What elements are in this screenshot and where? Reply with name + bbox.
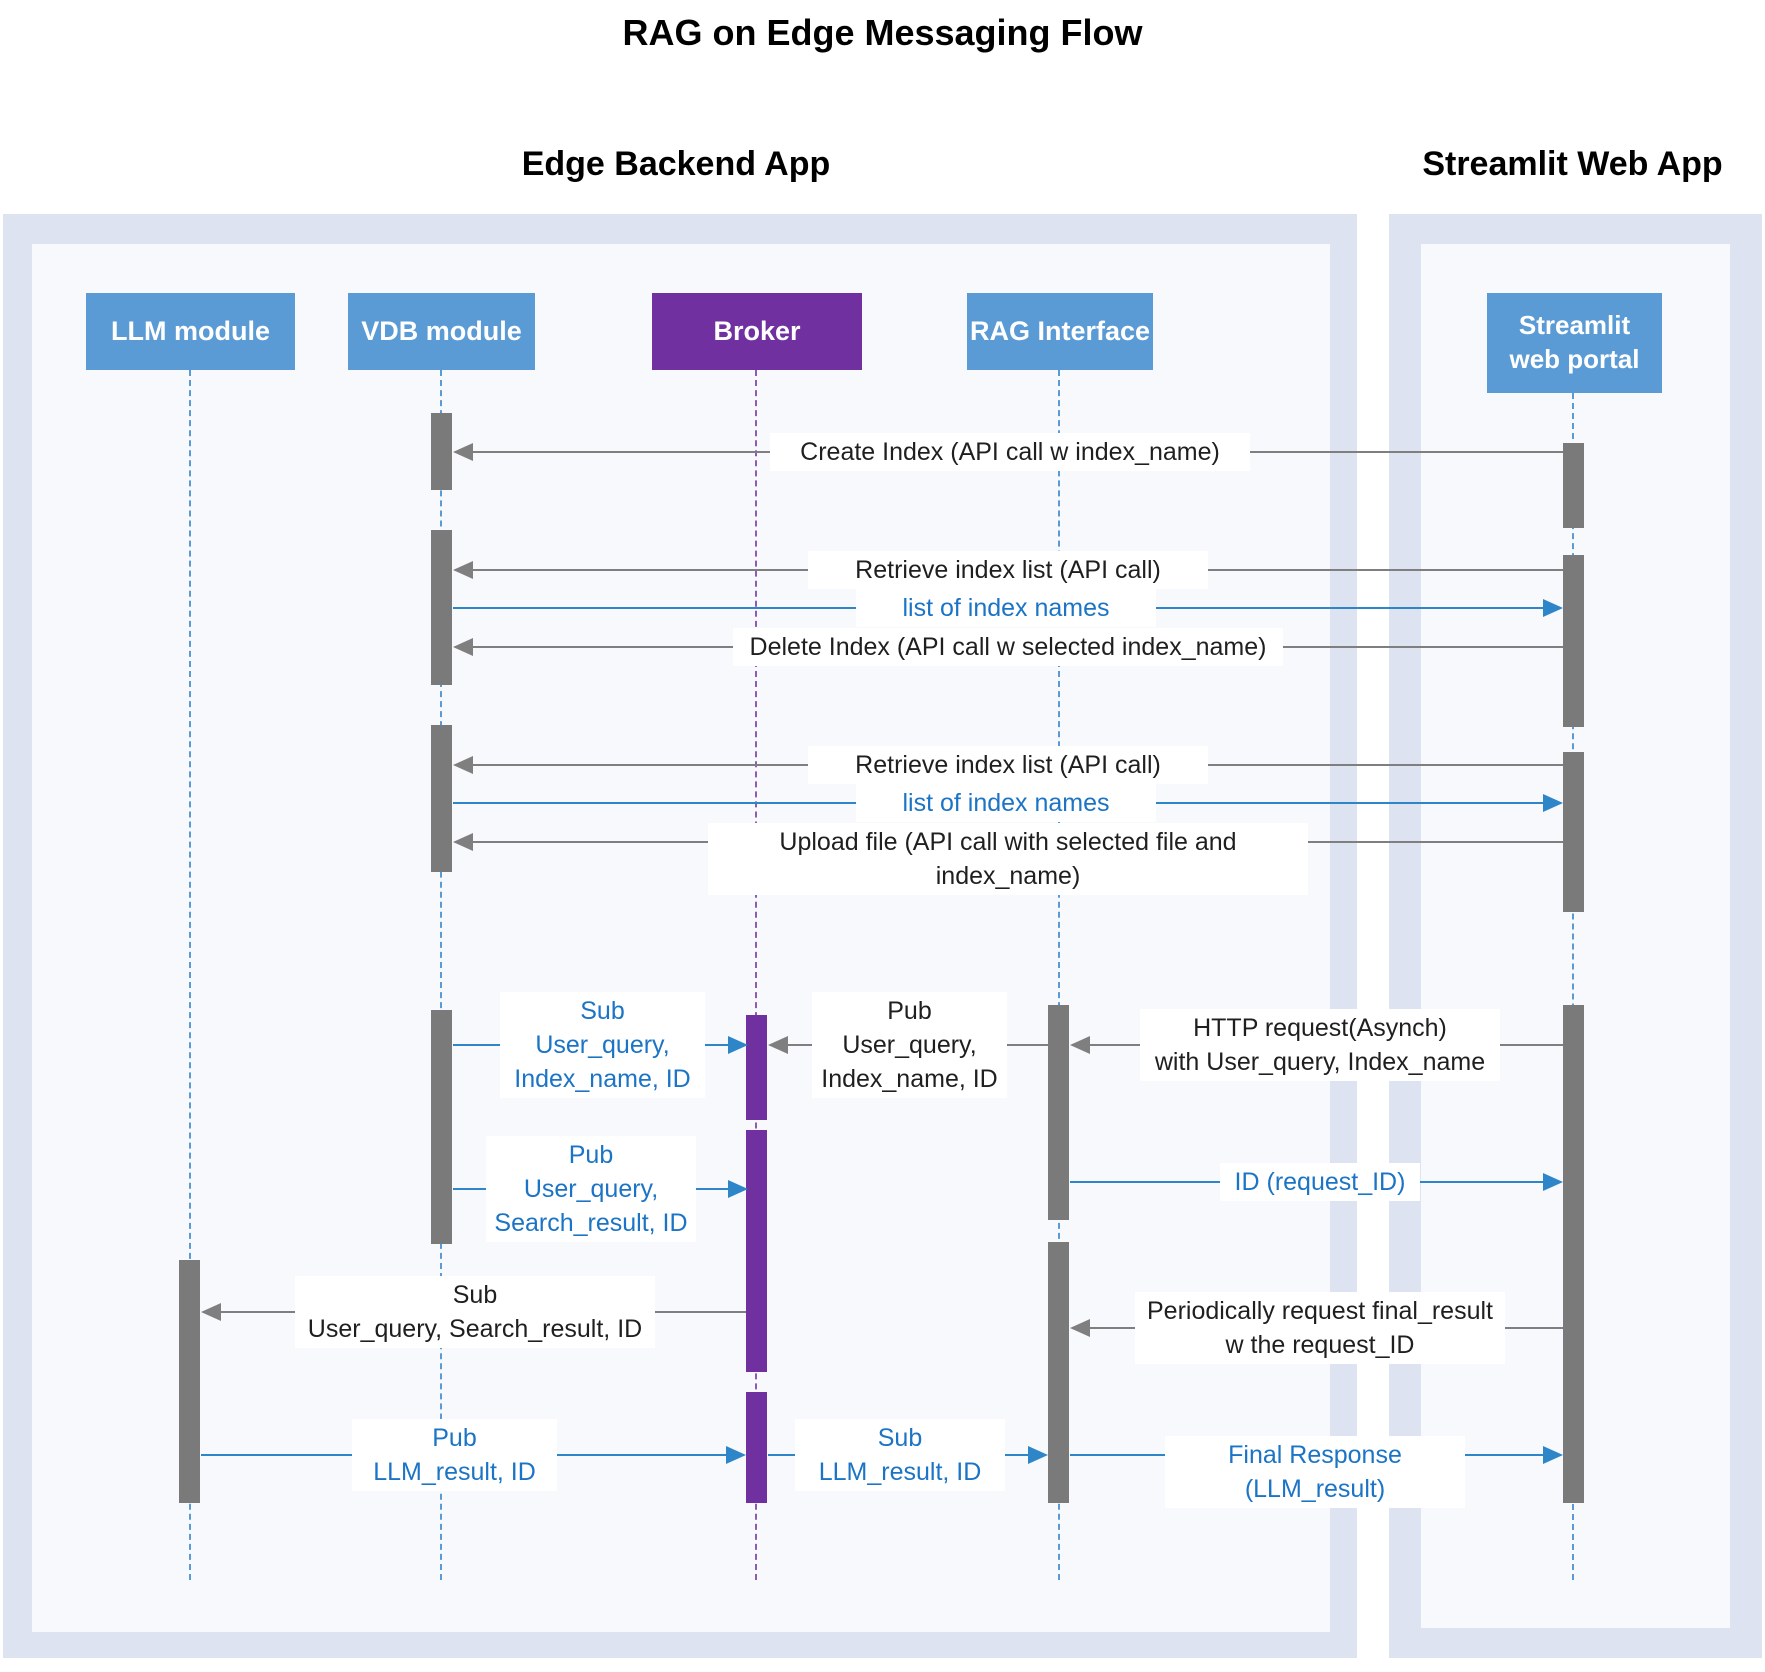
message-label: Pub User_query, Index_name, ID xyxy=(812,992,1007,1098)
message-label: Periodically request final_result w the … xyxy=(1135,1292,1505,1364)
message-label: ID (request_ID) xyxy=(1220,1163,1420,1201)
message-label: Retrieve index list (API call) xyxy=(808,551,1208,589)
arrowhead-icon xyxy=(1543,1173,1563,1191)
message-label: Final Response (LLM_result) xyxy=(1165,1436,1465,1508)
message-label: Upload file (API call with selected file… xyxy=(708,823,1308,895)
activation-bar-llm xyxy=(179,1260,200,1503)
message-label: Sub User_query, Index_name, ID xyxy=(500,992,705,1098)
arrowhead-icon xyxy=(453,833,473,851)
arrowhead-icon xyxy=(1543,1446,1563,1464)
edge-backend-app-panel xyxy=(32,244,1330,1632)
activation-bar-broker xyxy=(746,1392,767,1503)
activation-bar-portal xyxy=(1563,443,1584,528)
actor-vdb-module: VDB module xyxy=(348,293,535,370)
arrowhead-icon xyxy=(1070,1036,1090,1054)
lifeline-rag xyxy=(1058,370,1060,1580)
activation-bar-vdb xyxy=(431,413,452,490)
message-label: HTTP request(Asynch) with User_query, In… xyxy=(1140,1009,1500,1081)
arrowhead-icon xyxy=(1028,1446,1048,1464)
message-label: Pub User_query, Search_result, ID xyxy=(486,1136,696,1242)
arrowhead-icon xyxy=(728,1036,748,1054)
edge-backend-app-label: Edge Backend App xyxy=(521,145,831,183)
message-label: list of index names xyxy=(856,784,1156,822)
arrowhead-icon xyxy=(453,756,473,774)
arrowhead-icon xyxy=(1543,599,1563,617)
arrowhead-icon xyxy=(453,561,473,579)
lifeline-vdb xyxy=(440,370,442,1580)
message-label: Pub LLM_result, ID xyxy=(352,1419,557,1491)
activation-bar-vdb xyxy=(431,725,452,872)
arrowhead-icon xyxy=(768,1036,788,1054)
streamlit-web-app-label: Streamlit Web App xyxy=(1422,145,1723,183)
activation-bar-rag xyxy=(1048,1242,1069,1503)
arrowhead-icon xyxy=(201,1303,221,1321)
actor-broker: Broker xyxy=(652,293,862,370)
arrowhead-icon xyxy=(728,1180,748,1198)
arrowhead-icon xyxy=(1543,794,1563,812)
message-label: Create Index (API call w index_name) xyxy=(770,433,1250,471)
arrowhead-icon xyxy=(1070,1319,1090,1337)
activation-bar-vdb xyxy=(431,530,452,685)
message-label: Sub User_query, Search_result, ID xyxy=(295,1276,655,1348)
activation-bar-broker xyxy=(746,1015,767,1120)
activation-bar-portal xyxy=(1563,555,1584,727)
message-label: Delete Index (API call w selected index_… xyxy=(733,628,1283,666)
lifeline-broker xyxy=(755,370,757,1580)
activation-bar-portal xyxy=(1563,752,1584,912)
arrowhead-icon xyxy=(453,638,473,656)
diagram-title: RAG on Edge Messaging Flow xyxy=(622,12,1143,53)
actor-rag-interface: RAG Interface xyxy=(967,293,1153,370)
activation-bar-broker xyxy=(746,1130,767,1372)
message-label: list of index names xyxy=(856,589,1156,627)
activation-bar-vdb xyxy=(431,1010,452,1244)
lifeline-llm xyxy=(189,370,191,1580)
activation-bar-rag xyxy=(1048,1005,1069,1220)
actor-streamlit-web-portal: Streamlit web portal xyxy=(1487,293,1662,393)
actor-llm-module: LLM module xyxy=(86,293,295,370)
arrowhead-icon xyxy=(726,1446,746,1464)
message-label: Retrieve index list (API call) xyxy=(808,746,1208,784)
activation-bar-portal xyxy=(1563,1005,1584,1503)
lifeline-portal xyxy=(1572,393,1574,1580)
arrowhead-icon xyxy=(453,443,473,461)
message-label: Sub LLM_result, ID xyxy=(795,1419,1005,1491)
